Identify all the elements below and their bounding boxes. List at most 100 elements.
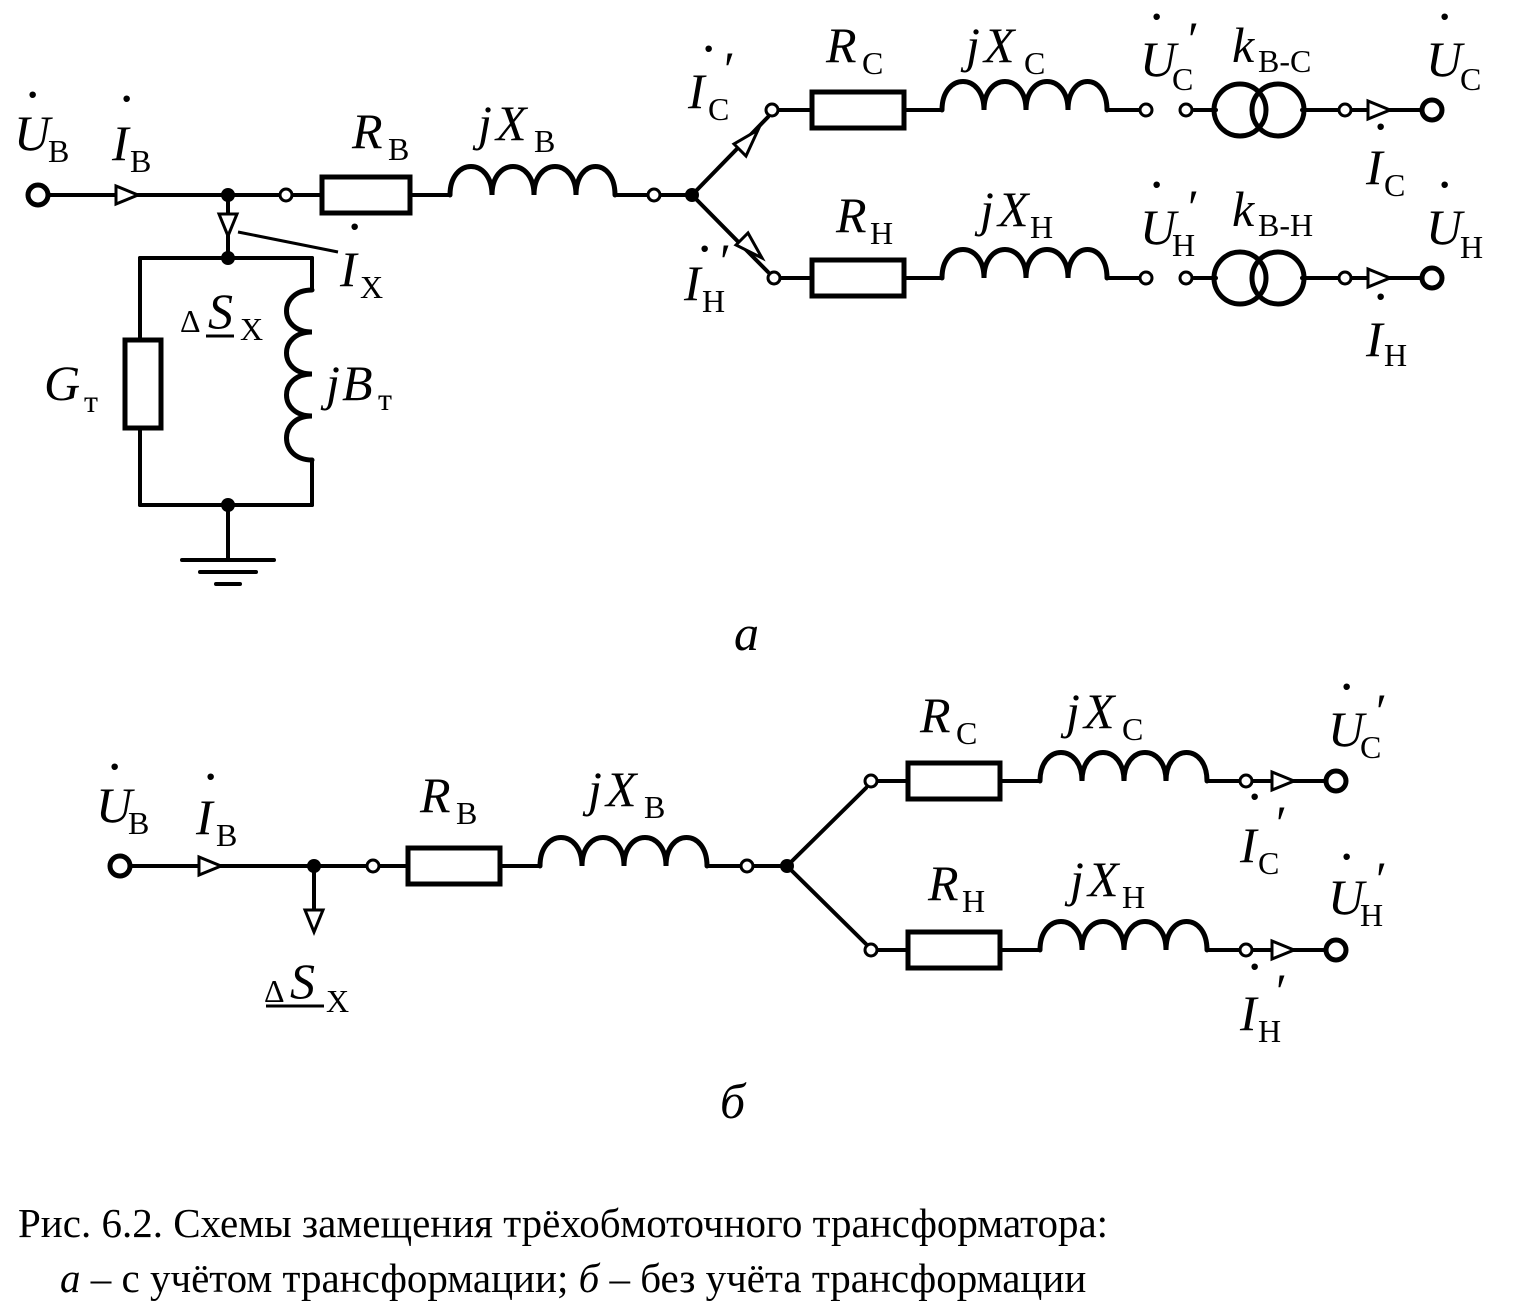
inductor-jX-H-b <box>1037 919 1210 953</box>
label-jX-C-a: j X С <box>960 17 1045 81</box>
caption-a-marker: а <box>60 1255 81 1301</box>
svg-text:R: R <box>825 17 857 73</box>
label-jX-B-b: j X В <box>582 761 665 825</box>
label-I-C-prime-b: · I С ′ <box>1239 774 1287 881</box>
label-G-T: G т <box>44 355 98 419</box>
panel-label-a: а <box>734 605 759 661</box>
svg-text:Н: Н <box>702 283 725 319</box>
arrow-dS-X <box>302 908 326 936</box>
svg-text:·: · <box>1248 944 1261 989</box>
svg-text:′: ′ <box>1276 963 1287 1019</box>
svg-text:С: С <box>1122 711 1143 747</box>
svg-text:Н: Н <box>1460 229 1483 265</box>
svg-text:j: j <box>320 355 340 411</box>
arrow-I-C <box>1366 98 1394 122</box>
svg-text:k: k <box>1232 181 1255 237</box>
label-I-B-a: · I В <box>111 76 151 179</box>
svg-text:R: R <box>927 855 959 911</box>
label-dS-X-a: Δ S Х <box>180 283 263 347</box>
svg-text:·: · <box>1150 0 1163 39</box>
terminal-U-B-b <box>107 853 133 879</box>
svg-text:U: U <box>14 105 53 161</box>
svg-text:Х: Х <box>360 269 383 305</box>
svg-text:В: В <box>456 795 477 831</box>
label-I-H-a: · I Н <box>1365 274 1407 373</box>
svg-text:Н: Н <box>1384 337 1407 373</box>
arrow-I-X <box>216 212 240 240</box>
svg-text:Δ: Δ <box>264 973 285 1009</box>
label-U-H-prime-a: · U Н ′ <box>1140 162 1199 263</box>
svg-text:I: I <box>195 789 215 845</box>
svg-text:С: С <box>1024 45 1045 81</box>
svg-text:I: I <box>687 63 707 119</box>
svg-text:j: j <box>974 181 994 237</box>
svg-text:U: U <box>1328 869 1367 925</box>
svg-text:S: S <box>290 953 315 1009</box>
terminal-U-C-prime-b <box>1323 768 1349 794</box>
svg-text:X: X <box>982 17 1017 73</box>
svg-text:В: В <box>216 817 237 853</box>
svg-text:Δ: Δ <box>180 303 201 339</box>
ground-symbol <box>180 558 276 586</box>
svg-text:X: X <box>996 181 1031 237</box>
svg-text:В: В <box>130 143 151 179</box>
label-U-C-prime-a: · U С ′ <box>1140 0 1199 97</box>
label-I-X: · I Х <box>339 204 383 305</box>
label-jB-T: j B т <box>320 355 392 417</box>
diagram-b-junctions <box>307 859 794 873</box>
label-R-B-b: R В <box>419 767 477 831</box>
inductor-jX-B-b <box>537 835 710 869</box>
svg-text:U: U <box>1140 199 1179 255</box>
conductance-G-T <box>122 337 164 431</box>
svg-text:·: · <box>1340 664 1353 709</box>
svg-text:·: · <box>702 26 715 71</box>
inductor-jX-B <box>447 164 618 198</box>
terminal-U-H-prime-b <box>1323 937 1349 963</box>
label-R-H-a: R Н <box>835 187 893 251</box>
svg-text:G: G <box>44 355 80 411</box>
label-R-C-b: R С <box>919 687 977 751</box>
label-jX-C-b: j X С <box>1060 683 1143 747</box>
svg-text:Н: Н <box>1258 1013 1281 1049</box>
label-R-H-b: R Н <box>927 855 985 919</box>
label-U-B-a: · U В <box>14 72 69 169</box>
label-R-B-a: R В <box>351 103 409 167</box>
resistor-R-H <box>809 257 907 299</box>
ideal-transformer-k-BH <box>1211 249 1307 307</box>
svg-text:R: R <box>919 687 951 743</box>
svg-text:I: I <box>683 255 703 311</box>
arrow-I-H-prime-a <box>733 230 766 262</box>
svg-text:S: S <box>208 283 233 339</box>
svg-text:U: U <box>1328 701 1367 757</box>
label-jX-H-a: j X Н <box>974 181 1053 245</box>
svg-text:·: · <box>120 76 133 121</box>
svg-text:j: j <box>1064 851 1084 907</box>
svg-text:Н: Н <box>962 883 985 919</box>
svg-text:Х: Х <box>326 983 349 1019</box>
svg-text:j: j <box>1060 683 1080 739</box>
svg-text:В-Н: В-Н <box>1258 207 1313 243</box>
terminal-U-H-a <box>1419 265 1445 291</box>
label-I-C-a: · I С <box>1365 104 1405 203</box>
svg-text:·: · <box>1340 834 1353 879</box>
svg-text:С: С <box>1384 167 1405 203</box>
terminal-U-C-a <box>1419 97 1445 123</box>
resistor-R-H-b <box>905 929 1003 971</box>
svg-text:В: В <box>388 131 409 167</box>
svg-text:B: B <box>342 355 373 411</box>
svg-text:Н: Н <box>1122 879 1145 915</box>
label-I-C-prime-a: · I С ′ <box>687 26 735 127</box>
svg-text:U: U <box>96 777 135 833</box>
svg-text:Н: Н <box>1172 227 1195 263</box>
caption-line-2: а – с учётом трансформации; б – без учёт… <box>60 1255 1086 1301</box>
svg-text:X: X <box>1086 851 1121 907</box>
svg-text:I: I <box>1365 311 1385 367</box>
label-k-BC: k В-С <box>1232 17 1311 79</box>
terminal-U-B-a <box>25 182 51 208</box>
label-jX-B-a: j X В <box>472 95 555 159</box>
label-k-BH: k В-Н <box>1232 181 1313 243</box>
arrow-I-B-b <box>197 854 225 878</box>
svg-text:j: j <box>472 95 492 151</box>
svg-text:В: В <box>48 133 69 169</box>
